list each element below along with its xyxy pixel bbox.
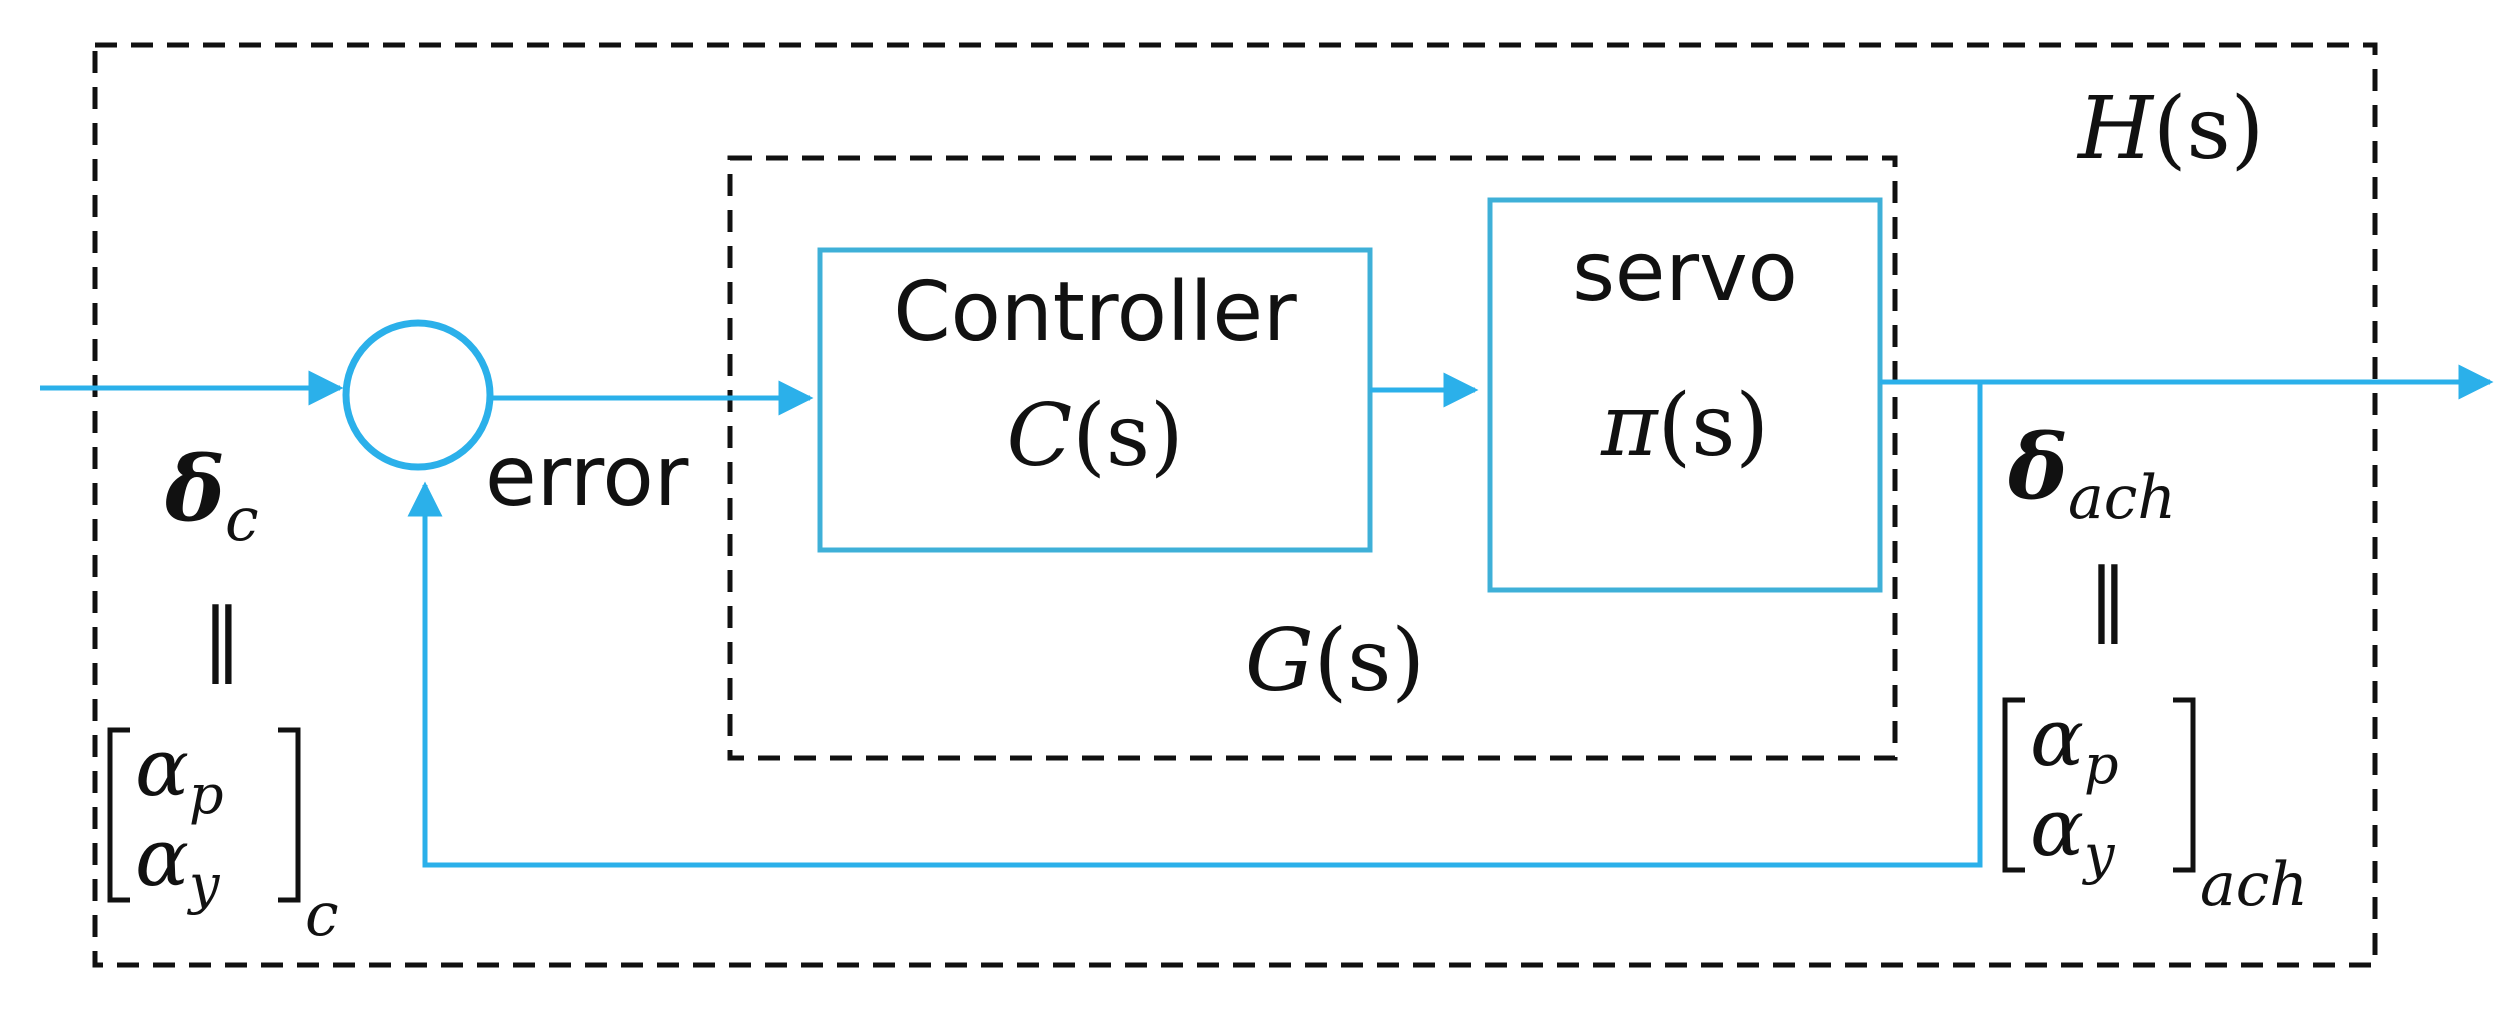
input-equivalence: ‖ [202,591,242,684]
output-vector: αp αy ach [2002,691,2308,920]
outer-system-boundary [92,42,2378,968]
input-vector-subscript: c [305,880,339,950]
error-label: error [485,427,689,525]
output-vector-top: αp [2030,691,2119,796]
output-equivalence: ‖ [2088,551,2128,644]
summing-junction [342,319,494,471]
input-symbol: δc [164,436,259,555]
output-vector-subscript: ach [2200,850,2308,920]
outer-system-label: H(s) [2076,79,2264,179]
input-vector-bottom: αy [135,811,221,916]
servo-block[interactable] [1487,197,1883,593]
controller-block[interactable] [817,247,1373,553]
output-vector-bottom: αy [2030,781,2116,886]
input-vector-top: αp [135,721,224,826]
servo-title: servo [1572,225,1798,320]
input-vector: αp αy c [107,721,339,950]
output-symbol: δach [2007,414,2176,533]
servo-transfer-function: π(s) [1600,376,1769,476]
inner-system-boundary [727,155,1898,761]
feedback-path [407,382,1983,868]
controller-transfer-function: C(s) [1006,386,1183,486]
controller-title: Controller [893,265,1297,360]
inner-system-label: G(s) [1245,611,1425,711]
